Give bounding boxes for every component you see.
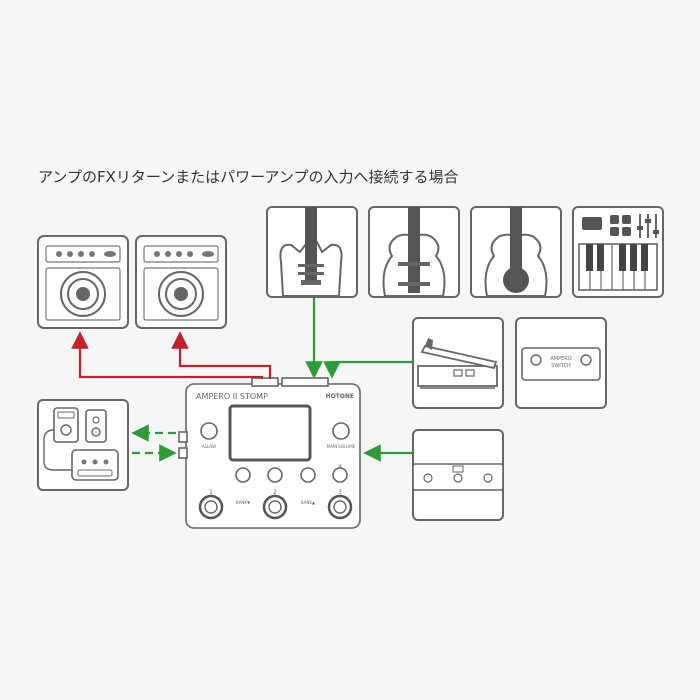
- classical-guitar-icon: [470, 206, 562, 298]
- unit-maker: HOTONE: [326, 393, 354, 400]
- output-arrow-amp-1: [71, 331, 264, 379]
- amplifier-1: [37, 235, 129, 329]
- footswitch-3: [327, 494, 353, 520]
- acoustic-guitar-icon: [368, 206, 460, 298]
- expression-pedal-icon: [412, 317, 504, 409]
- expression-input-arrow: [323, 360, 413, 379]
- footswitch-1-label: 1: [209, 489, 213, 496]
- footswitch-2-label: 2: [273, 489, 277, 496]
- ampero-ii-stomp-unit: AMPERO II STOMP HOTONE ALLOW MAIN VOLUME…: [178, 377, 361, 529]
- footswitch-1: [198, 494, 224, 520]
- bank-down-label: BANK▼: [236, 500, 251, 505]
- knob-left-label: ALLOW: [202, 444, 216, 449]
- page-title: アンプのFXリターンまたはパワーアンプの入力へ接続する場合: [38, 168, 459, 186]
- footswitch-4-label: 4: [338, 464, 341, 470]
- bank-up-label: BANK▲: [301, 500, 316, 505]
- footswitch-3-label: 3: [338, 489, 342, 496]
- external-footswitch: [412, 429, 504, 521]
- footswitch-2: [262, 494, 288, 520]
- midi-keyboard-icon: [572, 206, 664, 298]
- electric-guitar-icon: [266, 206, 358, 298]
- switch-model: SWITCH: [551, 363, 571, 369]
- switch-brand: AMPERO: [550, 356, 571, 362]
- knob-right-label: MAIN VOLUME: [327, 444, 356, 449]
- amplifier-2: [135, 235, 227, 329]
- unit-brand: AMPERO II STOMP: [196, 392, 268, 401]
- external-effects-pedals: [37, 399, 129, 491]
- output-arrow-amp-2: [171, 331, 272, 379]
- ampero-switch-box: AMPERO SWITCH: [515, 317, 607, 409]
